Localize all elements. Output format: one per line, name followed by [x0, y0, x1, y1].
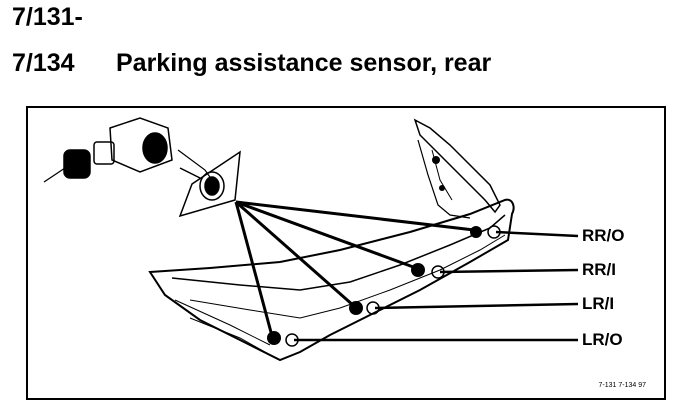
callout-label-lr-i: LR/I — [582, 294, 615, 313]
callout-lines — [294, 230, 579, 342]
leader-lines — [234, 200, 475, 337]
heading-line-2: 7/134 Parking assistance sensor, rear — [12, 48, 491, 78]
callout-label-rr-i: RR/I — [582, 260, 616, 279]
figure-code: 7-131 7-134 97 — [598, 382, 646, 389]
bumper-right-wing — [413, 118, 501, 214]
heading-line-1: 7/131- — [12, 3, 83, 31]
page-title: Parking assistance sensor, rear — [116, 49, 492, 77]
bumper-inner-edge — [171, 214, 506, 291]
illustration-frame — [26, 106, 666, 400]
component-number: 7/134 — [12, 49, 75, 77]
sensor-assembly-exploded — [43, 117, 241, 218]
callout-label-lr-o: LR/O — [582, 330, 623, 349]
callout-label-rr-o: RR/O — [582, 226, 625, 245]
bumper-outline — [148, 198, 515, 362]
sensor-rr-o — [470, 225, 501, 239]
